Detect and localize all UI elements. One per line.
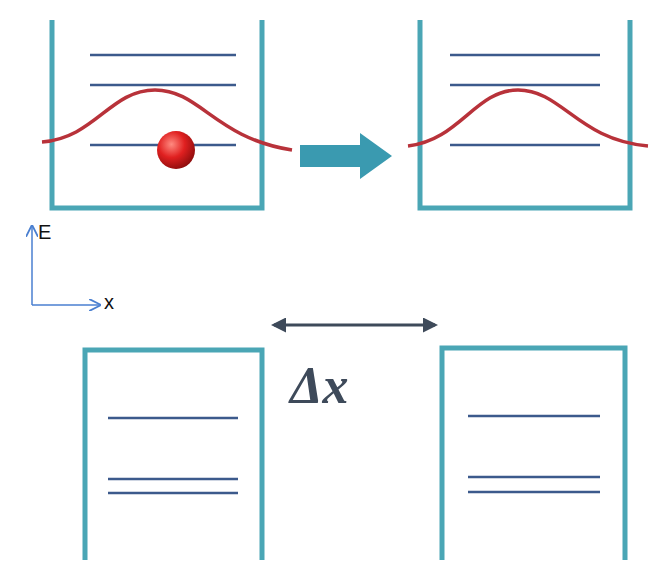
potential-well — [442, 348, 625, 560]
potential-well — [85, 350, 262, 560]
transition-arrow — [300, 133, 392, 179]
potential-well — [408, 20, 648, 208]
distance-arrow — [274, 324, 435, 327]
axis-label: x — [104, 292, 114, 312]
particle — [157, 131, 195, 169]
axis-label: E — [38, 222, 51, 242]
distance-label: Δx — [290, 360, 349, 412]
potential-well — [42, 20, 292, 208]
